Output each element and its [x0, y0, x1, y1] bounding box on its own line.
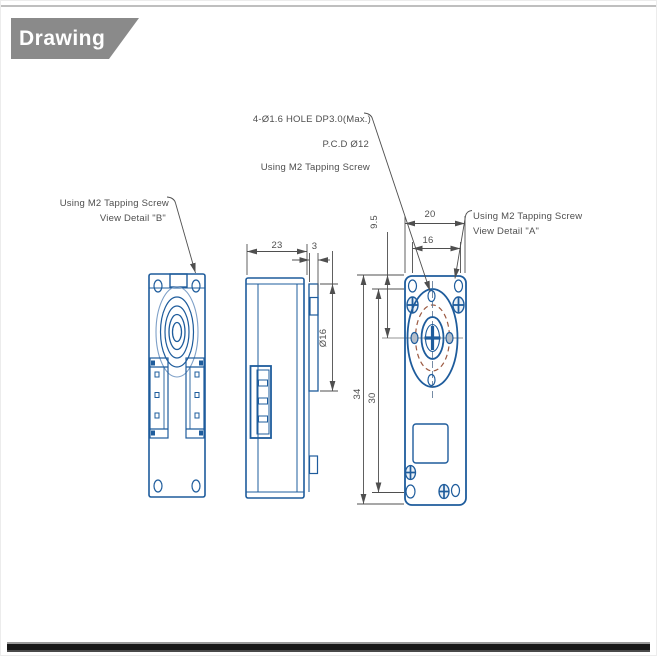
detail-b-leader-hook	[166, 196, 176, 204]
dim-mount-hole-pitch: 30	[367, 393, 378, 404]
top-view	[404, 275, 467, 506]
pcd-hole-top	[427, 289, 436, 303]
leader-lines	[166, 112, 473, 292]
dim-body-height: 34	[352, 389, 363, 400]
side-view	[245, 277, 319, 499]
edge-tab	[308, 455, 319, 475]
detail-a-leader-hook	[465, 210, 473, 217]
center-screw	[420, 316, 445, 360]
corner-hole	[450, 483, 461, 498]
detail-a-note: Using M2 Tapping Screw View Detail "A"	[473, 211, 582, 237]
corner-hole	[191, 279, 201, 293]
gear-boss-rings	[155, 286, 199, 378]
top-notch	[169, 273, 188, 288]
detail-b-line2: View Detail "B"	[100, 213, 166, 224]
dim-boss-diameter: Ø16	[318, 329, 329, 348]
dim-boss-protrusion: 3	[312, 241, 317, 252]
right-mount-tab	[185, 357, 205, 439]
detail-a-leader	[453, 215, 466, 279]
pcd-hole-bottom	[427, 373, 436, 387]
shaft-boss-edge	[308, 283, 319, 392]
corner-hole	[153, 279, 163, 293]
label-recess	[412, 423, 449, 464]
corner-hole	[405, 484, 416, 499]
detail-a-line2: View Detail "A"	[473, 226, 539, 237]
corner-hole	[153, 479, 163, 493]
connector	[249, 365, 272, 439]
screw-rosette	[438, 483, 450, 500]
screw-rosette	[404, 464, 417, 481]
pcd-note: 4-Ø1.6 HOLE DP3.0(Max.) P.C.D Ø12 Using …	[253, 114, 371, 173]
detail-a-line1: Using M2 Tapping Screw	[473, 211, 582, 222]
dim-shaft-offset: 9.5	[369, 215, 380, 229]
dimension-graphics	[246, 216, 466, 505]
detail-b-line1: Using M2 Tapping Screw	[60, 198, 169, 209]
pcd-note-leader	[372, 118, 431, 292]
pcd-note-line2: P.C.D Ø12	[322, 139, 369, 150]
dim-top-width: 20	[425, 209, 436, 220]
pcd-note-leader-hook	[363, 112, 373, 120]
corner-hole	[191, 479, 201, 493]
front-view	[148, 273, 206, 498]
corner-hole	[407, 279, 418, 293]
pcd-hole-left	[410, 331, 419, 345]
pcd-note-line1: 4-Ø1.6 HOLE DP3.0(Max.)	[253, 114, 371, 125]
detail-b-note: Using M2 Tapping Screw View Detail "B"	[60, 198, 169, 224]
top-divider	[1, 5, 656, 7]
left-mount-tab	[149, 357, 169, 439]
dim-mount-hole-span: 16	[423, 235, 434, 246]
dim-side-width: 23	[272, 240, 283, 251]
screw-rosette	[452, 296, 465, 314]
detail-b-leader	[175, 202, 196, 274]
section-title: Drawing	[19, 27, 106, 50]
pcd-note-line3: Using M2 Tapping Screw	[261, 162, 370, 173]
corner-hole	[453, 279, 464, 293]
edge-tab	[309, 296, 319, 316]
bottom-divider-bar	[7, 642, 650, 652]
pcd-hole-right	[445, 331, 454, 345]
